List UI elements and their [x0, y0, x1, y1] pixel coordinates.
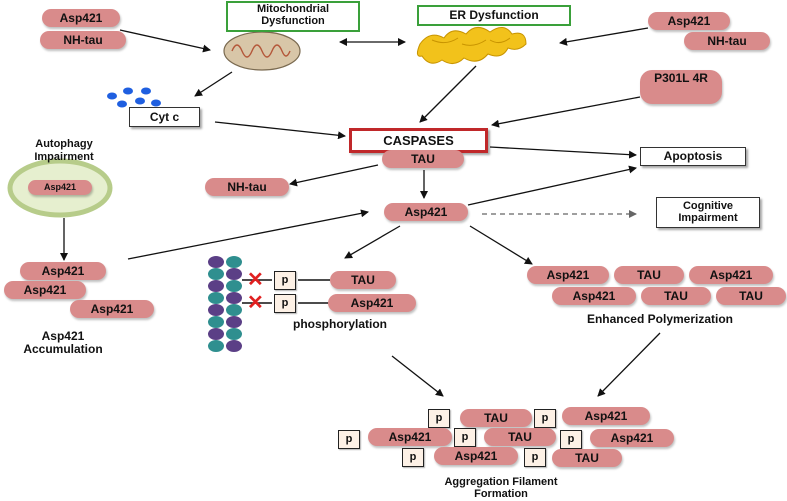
arrows — [60, 27, 661, 397]
arrow-asp421-to-apoptosis — [467, 165, 637, 206]
asp421-top-right: Asp421 — [648, 12, 730, 30]
phospho-p-box: p — [274, 271, 296, 290]
accum-asp421-2: Asp421 — [4, 281, 86, 299]
cytc-box: Cyt c — [129, 107, 200, 127]
nhtau-top-left: NH-tau — [40, 31, 126, 49]
agg-p-box: p — [402, 448, 424, 467]
agg-tau: TAU — [552, 449, 622, 467]
agg-p-box: p — [560, 430, 582, 449]
phosphorylation-label: phosphorylation — [293, 317, 387, 331]
endoplasmic-reticulum-icon — [416, 27, 527, 64]
asp421-center: Asp421 — [384, 203, 468, 221]
arrow-asp421-to-er — [559, 27, 649, 46]
poly-tau: TAU — [641, 287, 711, 305]
arrow-phosphorylation-to-aggregation — [391, 355, 444, 397]
agg-tau: TAU — [460, 409, 532, 427]
nhtau-top-right: NH-tau — [684, 32, 770, 50]
arrow-cytc-to-caspases — [214, 121, 346, 140]
arrow-accumulation-to-asp421 — [127, 209, 369, 260]
block-x-icon: ✕ — [247, 292, 264, 314]
asp421-accumulation-label: Asp421 Accumulation — [23, 329, 103, 356]
arrow-mito-to-cytc — [194, 71, 233, 97]
accum-asp421-3: Asp421 — [70, 300, 154, 318]
enhanced-polymerization-label: Enhanced Polymerization — [586, 312, 734, 326]
autophagy-impairment-label: Autophagy Impairment — [34, 138, 94, 163]
poly-asp421: Asp421 — [689, 266, 773, 284]
arrow-er-to-caspases — [419, 65, 477, 123]
agg-p-box: p — [524, 448, 546, 467]
arrow-asp421-to-mito — [119, 29, 211, 53]
agg-asp421: Asp421 — [368, 428, 452, 446]
arrow-caspases-to-apoptosis — [489, 146, 637, 159]
agg-asp421: Asp421 — [434, 447, 518, 465]
poly-tau: TAU — [614, 266, 684, 284]
arrow-asp421-to-phosphorylation — [344, 225, 401, 259]
poly-asp421: Asp421 — [527, 266, 609, 284]
nhtau-middle: NH-tau — [205, 178, 289, 196]
p301l-4r: P301L 4R — [640, 70, 722, 104]
phospho-p-box: p — [274, 294, 296, 313]
phospho-connectors — [242, 279, 330, 304]
arrow-asp421-to-polymerization — [469, 225, 533, 265]
cognitive-impairment-box: Cognitive Impairment — [656, 197, 760, 228]
phospho-asp421: Asp421 — [328, 294, 416, 312]
mitochondrial-dysfunction-box: Mitochondrial Dysfunction — [226, 1, 360, 32]
aggregation-filament-label: Aggregation Filament Formation — [444, 476, 558, 500]
phospho-tau: TAU — [330, 271, 396, 289]
accum-asp421-1: Asp421 — [20, 262, 106, 280]
arrow-p301l-to-caspases — [491, 96, 641, 128]
autophagy-asp421: Asp421 — [28, 180, 92, 195]
agg-asp421: Asp421 — [562, 407, 650, 425]
tau-center: TAU — [382, 150, 464, 168]
agg-asp421: Asp421 — [590, 429, 674, 447]
apoptosis-box: Apoptosis — [640, 147, 746, 166]
mitochondrion-icon — [223, 31, 301, 71]
arrow-tau-to-nhtau — [289, 164, 379, 187]
agg-tau: TAU — [484, 428, 556, 446]
asp421-top-left: Asp421 — [42, 9, 120, 27]
agg-p-box: p — [428, 409, 450, 428]
agg-p-box: p — [534, 409, 556, 428]
er-dysfunction-box: ER Dysfunction — [417, 5, 571, 26]
cytochrome-c-dots-icon — [107, 87, 161, 108]
arrow-polymerization-to-aggregation — [597, 332, 661, 397]
agg-p-box: p — [454, 428, 476, 447]
agg-p-box: p — [338, 430, 360, 449]
poly-asp421: Asp421 — [552, 287, 636, 305]
poly-tau: TAU — [716, 287, 786, 305]
block-x-icon: ✕ — [247, 269, 264, 291]
microtubule-bead-chain-icon — [208, 256, 242, 352]
